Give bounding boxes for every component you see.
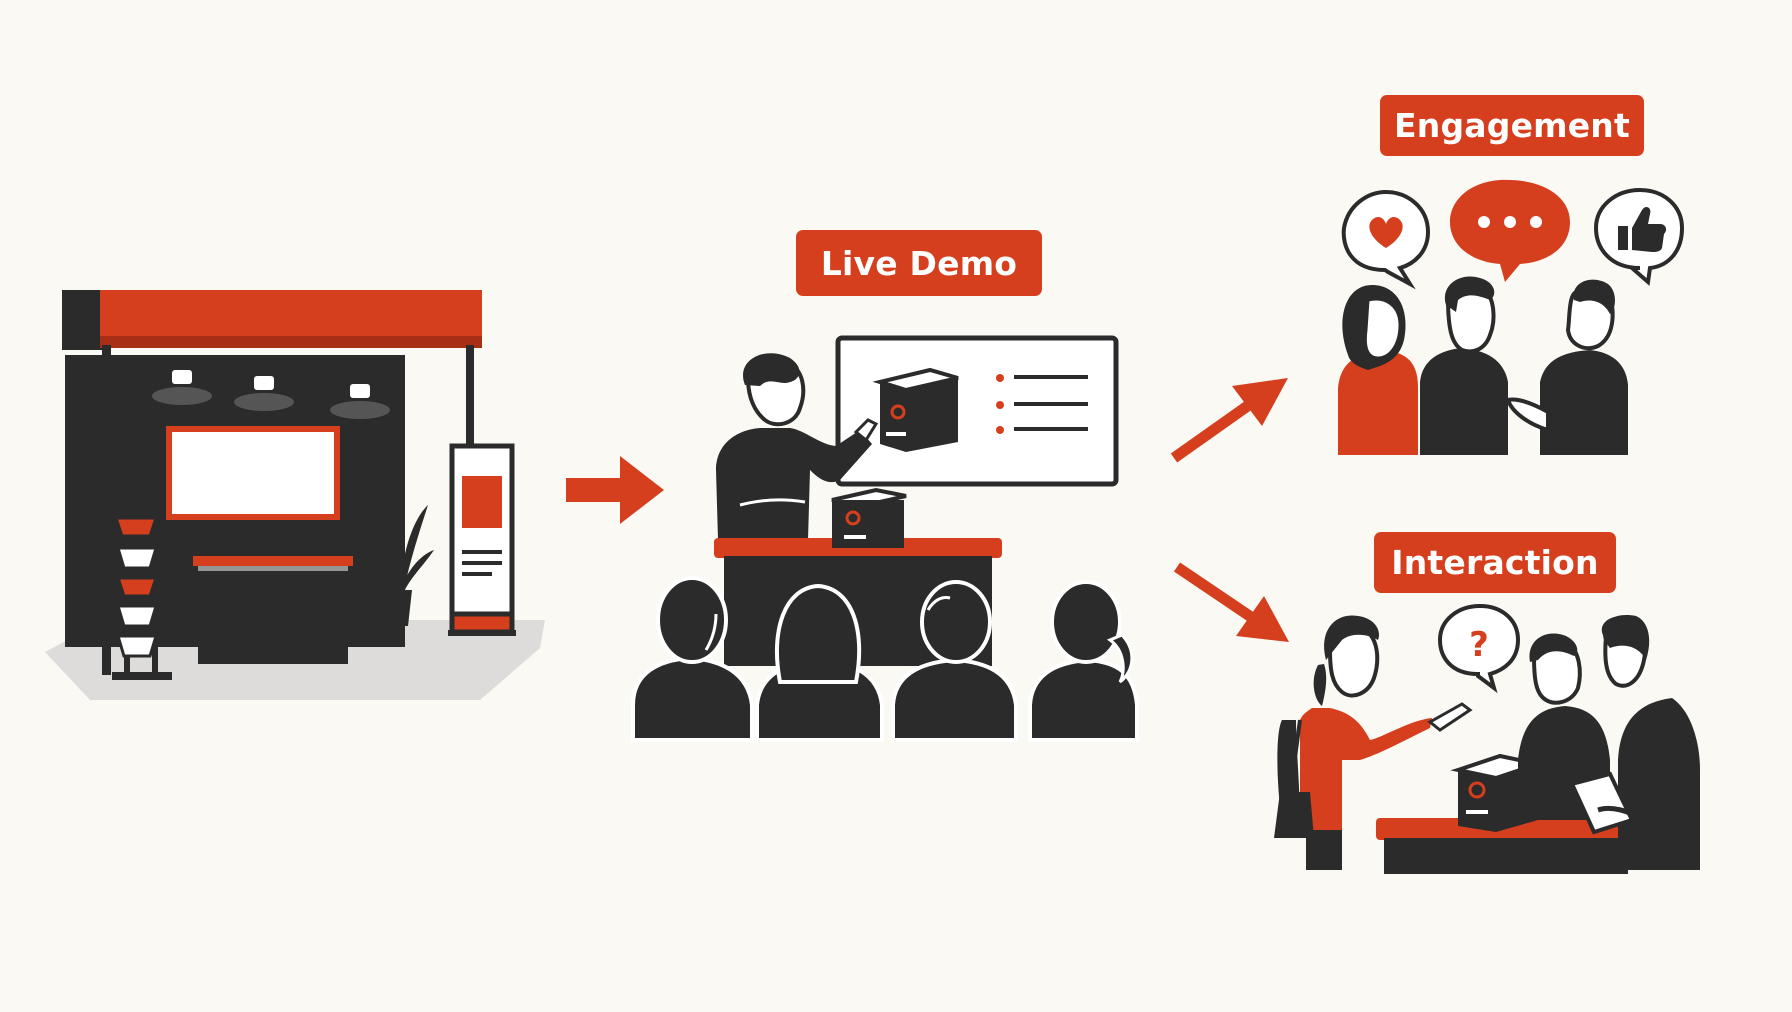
svg-text:?: ? xyxy=(1469,625,1489,665)
booth-icon xyxy=(45,290,545,700)
audience-icon xyxy=(631,576,1139,742)
arrow-icon xyxy=(566,456,664,524)
arrow-icon xyxy=(1170,378,1288,463)
thumbs-up-icon xyxy=(1593,187,1685,286)
question-icon: ? xyxy=(1437,603,1521,694)
chat-dots-icon xyxy=(1450,179,1570,282)
product-box-icon xyxy=(872,367,959,452)
heart-icon xyxy=(1341,189,1431,290)
product-box-icon xyxy=(831,487,907,548)
label-live-demo: Live Demo xyxy=(796,230,1042,296)
label-engagement: Engagement xyxy=(1380,95,1644,156)
label-interaction: Interaction xyxy=(1374,532,1616,593)
arrow-icon xyxy=(1173,562,1289,642)
